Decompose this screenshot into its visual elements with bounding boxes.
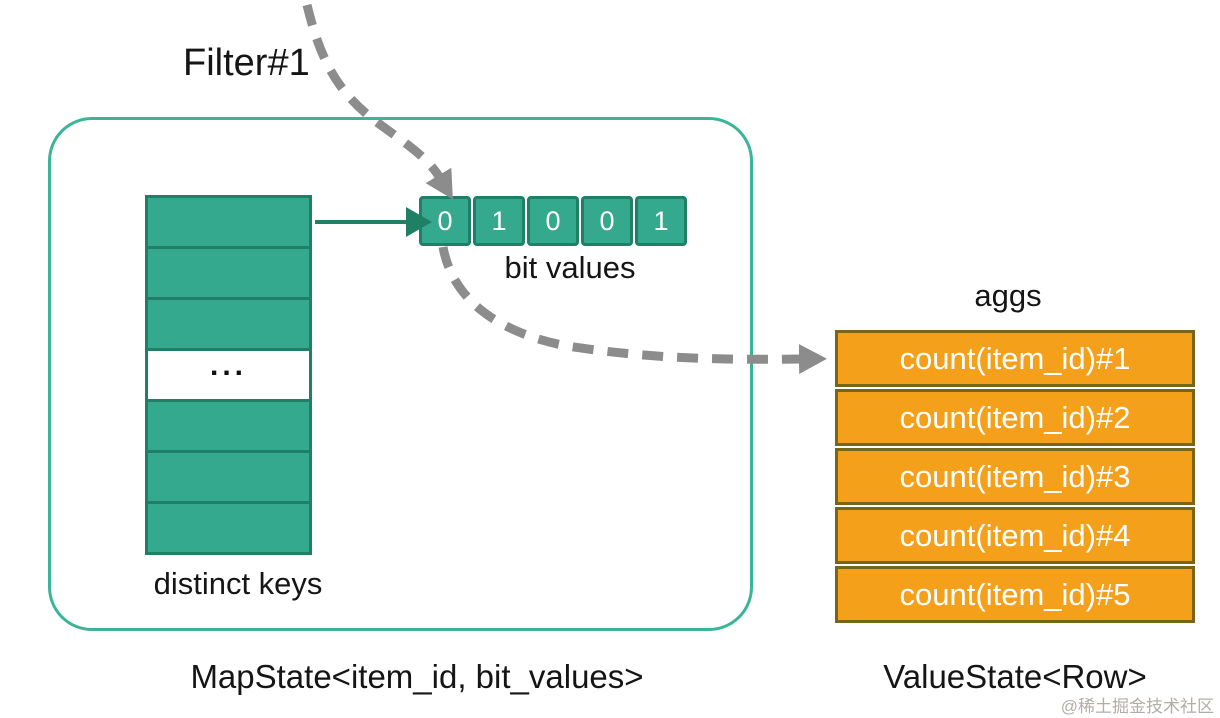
distinct-key-row: [145, 297, 312, 351]
valuestate-caption: ValueState<Row>: [883, 658, 1147, 695]
aggs-stack: count(item_id)#1 count(item_id)#2 count(…: [835, 330, 1195, 623]
bit-cell: 0: [581, 196, 633, 246]
bit-values-row: 0 1 0 0 1: [419, 196, 687, 246]
ellipsis-text: ...: [209, 349, 247, 382]
agg-cell: count(item_id)#5: [835, 566, 1195, 623]
distinct-key-row: [145, 450, 312, 504]
bit-values-label: bit values: [504, 250, 636, 285]
distinct-key-row: [145, 399, 312, 453]
agg-cell: count(item_id)#1: [835, 330, 1195, 387]
bit-cell: 0: [419, 196, 471, 246]
distinct-keys-column: ...: [145, 195, 312, 555]
bit-cell: 1: [635, 196, 687, 246]
distinct-keys-label: distinct keys: [153, 566, 323, 601]
agg-cell: count(item_id)#2: [835, 389, 1195, 446]
agg-cell: count(item_id)#3: [835, 448, 1195, 505]
distinct-key-row: [145, 195, 312, 249]
aggs-label: aggs: [974, 278, 1042, 313]
bit-cell: 1: [473, 196, 525, 246]
mapstate-caption: MapState<item_id, bit_values>: [190, 658, 644, 695]
bit-cell: 0: [527, 196, 579, 246]
distinct-key-row-ellipsis: ...: [145, 348, 312, 402]
watermark-text: @稀土掘金技术社区: [1060, 697, 1214, 716]
distinct-key-row: [145, 501, 312, 555]
filter-label: Filter#1: [183, 42, 310, 84]
agg-cell: count(item_id)#4: [835, 507, 1195, 564]
distinct-key-row: [145, 246, 312, 300]
